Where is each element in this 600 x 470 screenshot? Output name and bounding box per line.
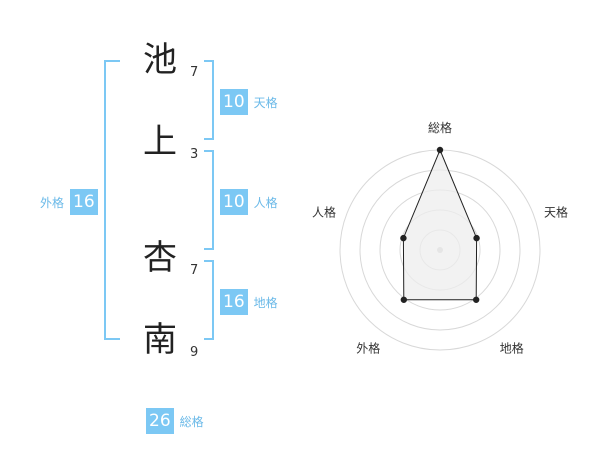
chikaku-value: 16 bbox=[220, 289, 248, 315]
chikaku-bracket bbox=[204, 260, 214, 340]
name-char-3: 杏 bbox=[143, 238, 177, 278]
radar-axis-label-4: 人格 bbox=[312, 204, 336, 219]
radar-area bbox=[402, 148, 478, 301]
name-char-1: 池 bbox=[143, 40, 177, 80]
radar-axis-label-3: 外格 bbox=[356, 341, 380, 356]
radar-point-3 bbox=[400, 296, 408, 303]
jinkaku-bracket bbox=[204, 150, 214, 250]
gaikaku-bracket bbox=[104, 60, 120, 340]
name-char-4: 南 bbox=[143, 320, 177, 360]
soukaku-value: 26 bbox=[146, 408, 174, 434]
name-char-2: 上 bbox=[143, 122, 177, 162]
stroke-count-1: 7 bbox=[190, 65, 199, 80]
gaikaku-label: 外格 bbox=[40, 195, 65, 210]
radar-point-4 bbox=[400, 234, 407, 242]
stroke-count-3: 7 bbox=[190, 263, 199, 278]
soukaku-badge: 26 総格 bbox=[146, 408, 204, 434]
gaikaku-value: 16 bbox=[70, 189, 98, 215]
gaikaku-badge: 外格 16 bbox=[40, 189, 98, 215]
chikaku-badge: 16 地格 bbox=[220, 289, 278, 315]
stroke-count-4: 9 bbox=[190, 345, 199, 360]
jinkaku-label: 人格 bbox=[253, 195, 278, 210]
soukaku-label: 総格 bbox=[179, 414, 204, 429]
tenkaku-badge: 10 天格 bbox=[220, 89, 278, 115]
stroke-count-2: 3 bbox=[190, 147, 199, 162]
radar-point-2 bbox=[472, 296, 480, 303]
jinkaku-value: 10 bbox=[220, 189, 248, 215]
radar-point-0 bbox=[436, 146, 444, 154]
tenkaku-value: 10 bbox=[220, 89, 248, 115]
chikaku-label: 地格 bbox=[253, 295, 278, 310]
tenkaku-bracket bbox=[204, 60, 214, 140]
radar-points bbox=[400, 146, 480, 303]
radar-axis-label-0: 総格 bbox=[428, 120, 452, 135]
tenkaku-label: 天格 bbox=[253, 95, 278, 110]
jinkaku-badge: 10 人格 bbox=[220, 189, 278, 215]
radar-axis-label-1: 天格 bbox=[544, 204, 568, 219]
radar-point-1 bbox=[473, 234, 480, 242]
radar-axis-label-2: 地格 bbox=[500, 341, 524, 356]
